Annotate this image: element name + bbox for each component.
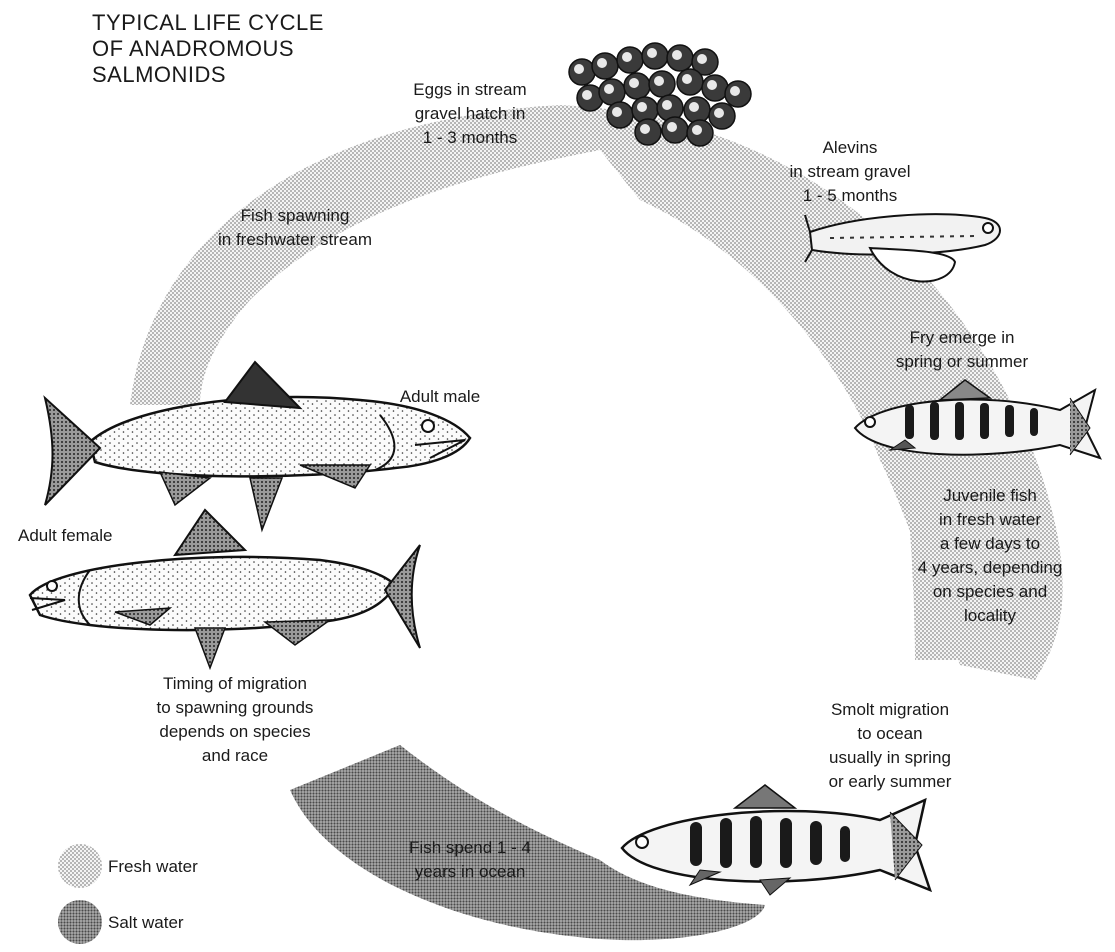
adult-female-label: Adult female xyxy=(18,524,144,548)
egg-highlight xyxy=(640,124,650,134)
egg-highlight xyxy=(597,58,607,68)
egg-highlight xyxy=(647,48,657,58)
eggs-label: Eggs in stream gravel hatch in 1 - 3 mon… xyxy=(390,78,550,150)
egg-highlight xyxy=(714,108,724,118)
egg-highlight xyxy=(604,84,614,94)
fresh-water-arc xyxy=(130,105,600,405)
egg-highlight xyxy=(692,125,702,135)
egg-highlight xyxy=(574,64,584,74)
egg-highlight xyxy=(667,122,677,132)
egg-highlight xyxy=(637,102,647,112)
diagram-title: TYPICAL LIFE CYCLE OF ANADROMOUS SALMONI… xyxy=(92,10,324,88)
egg-highlight xyxy=(654,76,664,86)
legend-fresh-water-label: Fresh water xyxy=(108,857,198,877)
smolt-fish-icon xyxy=(622,785,930,895)
smolt-label: Smolt migration to ocean usually in spri… xyxy=(800,698,980,794)
fry-label: Fry emerge in spring or summer xyxy=(872,326,1052,374)
adult-male-label: Adult male xyxy=(385,385,495,409)
egg-highlight xyxy=(629,78,639,88)
egg-highlight xyxy=(730,86,740,96)
egg-highlight xyxy=(672,50,682,60)
egg-highlight xyxy=(707,80,717,90)
legend-salt-water-label: Salt water xyxy=(108,913,184,933)
salt-water-swatch xyxy=(58,900,102,944)
egg-highlight xyxy=(662,100,672,110)
fresh-water-swatch xyxy=(58,844,102,888)
spawning-label: Fish spawning in freshwater stream xyxy=(195,204,395,252)
egg-highlight xyxy=(689,102,699,112)
egg-highlight xyxy=(612,107,622,117)
egg-highlight xyxy=(622,52,632,62)
ocean-label: Fish spend 1 - 4 years in ocean xyxy=(385,836,555,884)
egg-highlight xyxy=(697,54,707,64)
migration-label: Timing of migration to spawning grounds … xyxy=(125,672,345,768)
alevins-label: Alevins in stream gravel 1 - 5 months xyxy=(770,136,930,208)
egg-highlight xyxy=(682,74,692,84)
egg-highlight xyxy=(582,90,592,100)
juvenile-label: Juvenile fish in fresh water a few days … xyxy=(900,484,1080,628)
